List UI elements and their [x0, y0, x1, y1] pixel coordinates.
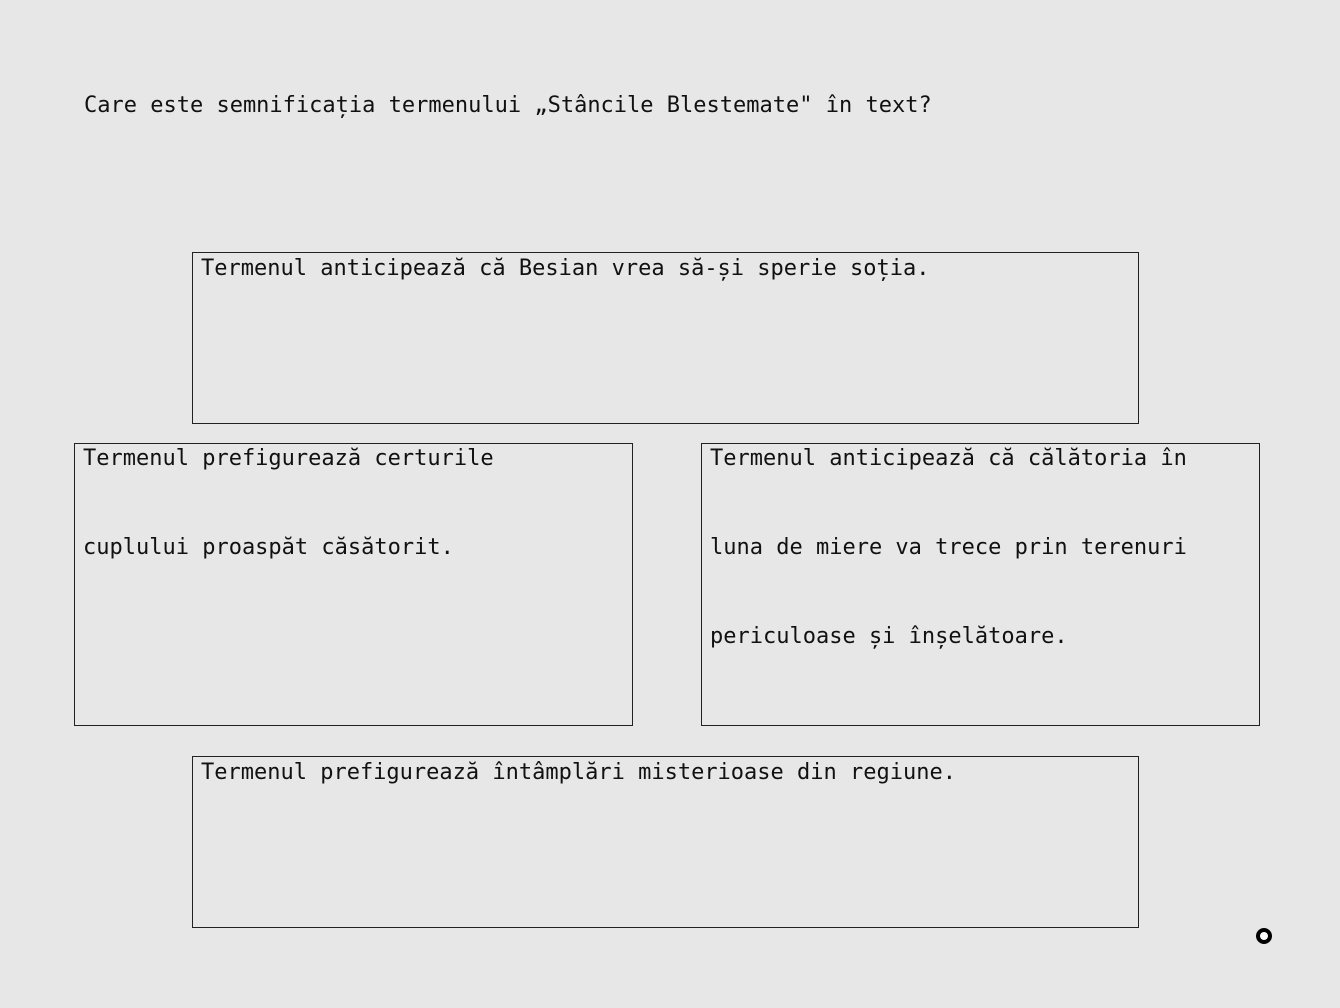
- question-text: Care este semnificația termenului „Stânc…: [84, 93, 932, 118]
- answer-option-c[interactable]: Termenul anticipează că călătoria în lun…: [701, 443, 1260, 726]
- answer-option-d[interactable]: Termenul prefigurează întâmplări misteri…: [192, 756, 1139, 928]
- answer-option-a-label: Termenul anticipează că Besian vrea să-ș…: [201, 256, 930, 281]
- answer-option-a[interactable]: Termenul anticipează că Besian vrea să-ș…: [192, 252, 1139, 424]
- answer-option-b-label: Termenul prefigurează certurile cuplului…: [83, 446, 494, 560]
- answer-option-c-label: Termenul anticipează că călătoria în lun…: [710, 446, 1187, 649]
- answer-option-d-label: Termenul prefigurează întâmplări misteri…: [201, 760, 956, 785]
- answer-option-b[interactable]: Termenul prefigurează certurile cuplului…: [74, 443, 633, 726]
- ring-cursor-icon: [1256, 928, 1272, 944]
